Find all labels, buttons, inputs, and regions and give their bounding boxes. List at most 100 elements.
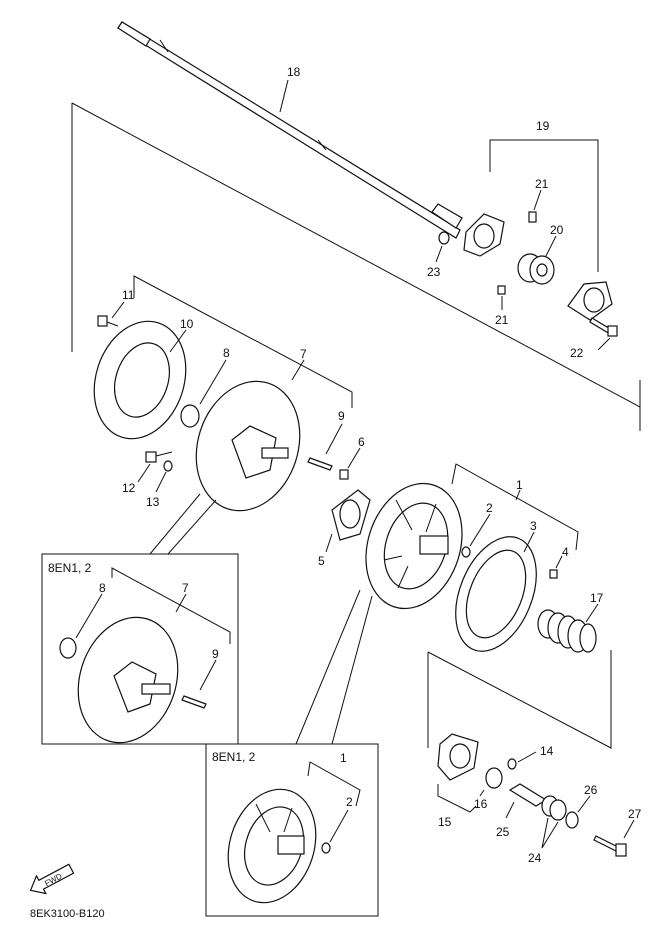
inset-bottom: 8EN1, 2 1 2 [205,589,379,917]
inset-label-8: 8 [99,581,106,595]
washer-26 [565,811,579,829]
leader-6 [347,447,361,469]
shaft-part [117,21,463,239]
label-19: 19 [536,119,550,133]
bracket-15 [437,784,477,813]
leader-22 [597,337,611,351]
label-27: 27 [628,807,642,821]
leader-18 [279,79,289,113]
washer-13 [163,460,173,472]
inset-label-7: 7 [182,581,189,595]
inset-sheave-1 [227,788,317,904]
label-15: 15 [438,815,452,829]
bolt-27 [593,835,627,857]
bolt-22 [589,317,618,337]
leader-1 [515,489,521,501]
leader-4 [555,555,563,569]
pin-9 [307,457,333,471]
leader-16 [479,789,485,797]
label-9: 9 [338,409,345,423]
nut-21-top [528,211,537,223]
inset-part-2 [321,842,331,854]
label-3: 3 [530,519,537,533]
part-4 [549,569,558,579]
bushing-8 [180,404,200,428]
nut-23 [438,231,450,245]
sleeve-25 [508,783,548,807]
nut-21-bottom [497,285,506,295]
leader-5 [325,533,333,553]
nut-6 [339,469,349,480]
inset-bottom-title: 8EN1, 2 [212,750,256,764]
cover-15 [437,733,479,781]
spring-17 [537,609,597,653]
inset-label-1: 1 [340,751,347,765]
leader-9 [325,423,343,455]
bolt-12 [145,451,173,463]
leader-25 [505,801,515,819]
label-21b: 21 [495,313,509,327]
inset-bushing-8 [59,637,77,659]
label-8: 8 [223,346,230,360]
leader-17 [585,603,599,623]
label-10: 10 [180,317,194,331]
leader-2 [469,513,491,547]
label-17: 17 [590,591,604,605]
sheave-7 [195,380,301,512]
label-13: 13 [146,495,160,509]
bearing-part [517,253,555,285]
part-14 [507,758,517,770]
leader-20 [545,235,557,257]
inset-label-2: 2 [346,795,353,809]
label-22: 22 [570,346,584,360]
leader-8 [199,359,227,405]
label-18: 18 [287,65,301,79]
label-6: 6 [358,435,365,449]
sheave-1 [365,482,463,610]
roller-24b [549,799,567,821]
label-23: 23 [427,265,441,279]
label-25: 25 [496,825,510,839]
label-20: 20 [550,223,564,237]
label-24: 24 [528,851,542,865]
secondary-frame [427,650,612,749]
label-5: 5 [318,554,325,568]
bracket-upper [133,275,353,408]
label-14: 14 [540,744,554,758]
leader-3 [523,531,535,553]
label-16: 16 [474,797,488,811]
leader-11 [111,301,125,319]
inset-label-9: 9 [212,647,219,661]
label-26: 26 [584,783,598,797]
label-7: 7 [300,347,307,361]
bearing-housing-right [567,281,613,321]
leader-7 [291,359,305,381]
gasket-5-hole [339,499,361,529]
label-11: 11 [122,288,135,302]
label-4: 4 [562,545,569,559]
label-12: 12 [122,481,136,495]
plate-3 [455,536,537,652]
fwd-arrow-icon: FWD [29,863,75,895]
leader-21a [533,189,542,211]
plate-10 [93,320,187,440]
bearing-housing-left [463,213,505,257]
leader-23 [435,245,443,263]
leader-26 [577,795,591,813]
leader-10 [169,329,187,353]
bracket-19 [489,139,599,272]
label-1: 1 [516,478,523,492]
inset-left: 8EN1, 2 8 7 9 [41,493,239,745]
label-21a: 21 [535,177,549,191]
bolt-11 [97,315,119,327]
bushing-16 [485,767,503,789]
leader-27 [623,819,635,839]
diagram-code: 8EK3100-B120 [30,908,105,920]
leader-24 [541,817,559,849]
part-2 [461,546,471,558]
assembly-frame [71,102,641,431]
inset-left-title: 8EN1, 2 [48,561,92,575]
inset-pin-9 [181,695,207,709]
leader-12 [137,463,151,483]
